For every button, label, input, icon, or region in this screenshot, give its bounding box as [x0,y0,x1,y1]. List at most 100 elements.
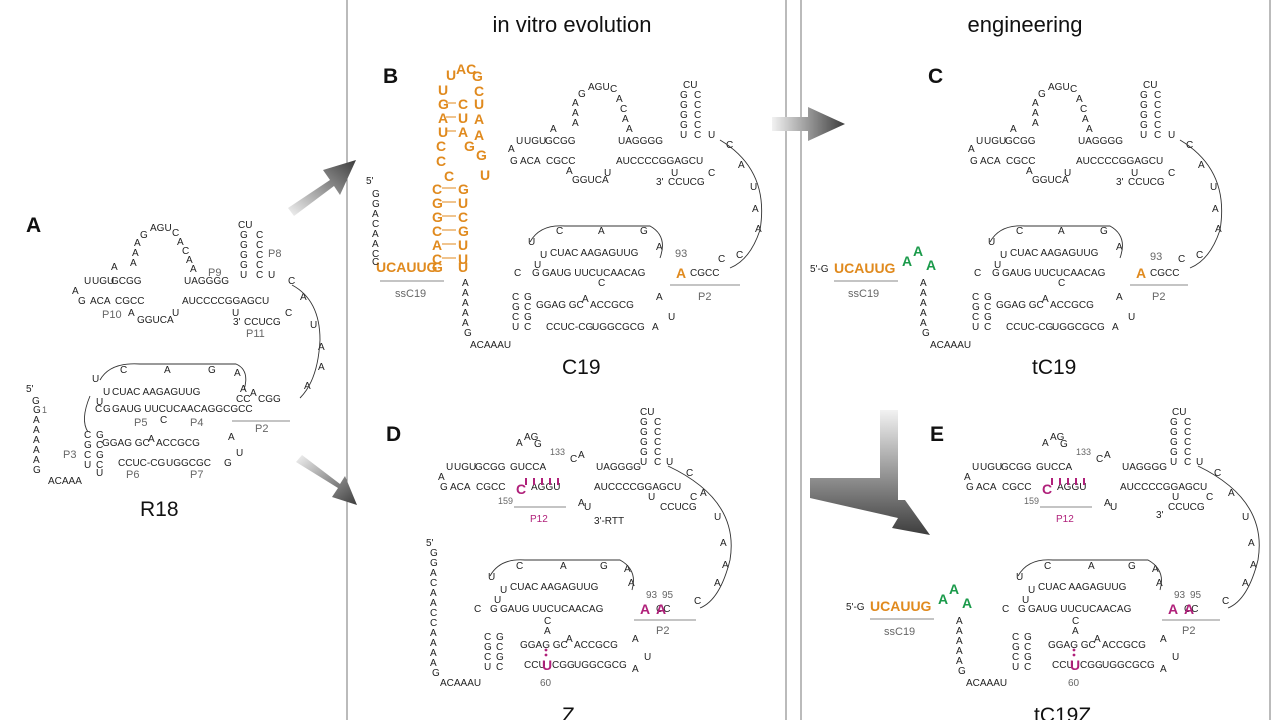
svg-text:A: A [462,308,469,319]
svg-text:ACCGCG: ACCGCG [574,640,618,651]
svg-text:U: U [994,260,1001,271]
svg-text:U: U [96,397,103,408]
svg-text:A: A [920,308,927,319]
svg-text:CU: CU [683,80,697,91]
svg-text:CCUC-CG: CCUC-CG [118,458,165,469]
svg-text:U: U [84,276,91,287]
svg-text:A: A [164,365,171,376]
svg-text:CUAC AAGAGUUG: CUAC AAGAGUUG [1038,582,1127,593]
svg-text:UGU: UGU [92,276,114,287]
svg-text:U: U [1210,182,1217,193]
panel-d-p2-label: P2 [656,625,669,637]
svg-text:C: C [524,302,531,313]
svg-text:G: G [472,68,483,84]
svg-text:G: G [1018,604,1026,615]
svg-text:A: A [1086,124,1093,135]
panel-d-name: Z [562,704,575,720]
svg-text:A: A [956,646,963,657]
svg-text:U: U [1022,595,1029,606]
svg-text:G: G [432,259,443,275]
svg-text:CCU: CCU [524,660,546,671]
label-p6: P6 [126,469,139,481]
svg-text:A: A [902,253,912,269]
svg-text:A: A [1160,634,1167,645]
svg-text:CGG: CGG [1080,660,1103,671]
svg-text:CC: CC [656,604,670,615]
svg-text:AGU: AGU [588,82,610,93]
svg-text:A: A [572,98,579,109]
svg-text:A: A [920,318,927,329]
svg-text:A: A [1094,634,1101,645]
svg-text:G: G [524,292,532,303]
svg-text:C: C [1168,168,1175,179]
panel-c-letter: C [928,65,943,88]
arrow-c-to-e [810,410,930,535]
svg-text:G: G [84,440,92,451]
svg-text:U: U [714,512,721,523]
svg-text:C: C [1206,492,1213,503]
svg-text:G: G [992,268,1000,279]
svg-text:AC: AC [456,61,476,77]
panel-b-name: C19 [562,356,601,379]
svg-text:GGAG GC: GGAG GC [102,438,150,449]
svg-text:U: U [750,182,757,193]
svg-text:A: A [1198,160,1205,171]
svg-text:UAGGGG: UAGGGG [596,462,641,473]
svg-text:A: A [1160,664,1167,675]
svg-text:A: A [33,445,40,456]
svg-text:GGAG GC: GGAG GC [520,640,568,651]
svg-text:G: G [1140,90,1148,101]
svg-text:ACAAA: ACAAA [48,476,82,487]
svg-text:U: U [96,468,103,479]
svg-text:A: A [132,248,139,259]
svg-text:G: G [208,365,216,376]
svg-text:UAGGGG: UAGGGG [618,136,663,147]
svg-text:ACAAAU: ACAAAU [930,340,971,351]
svg-text:U: U [484,662,491,673]
svg-text:CGCC: CGCC [1006,156,1035,167]
svg-text:A: A [462,298,469,309]
svg-text:A: A [33,455,40,466]
svg-text:A: A [632,634,639,645]
svg-text:UGGCGC: UGGCGC [166,458,211,469]
svg-text:G: G [33,405,41,416]
svg-text:CCU: CCU [1052,660,1074,671]
svg-text:AUCCCCGGAGCU: AUCCCCGGAGCU [1120,482,1207,493]
svg-text:93: 93 [1174,590,1186,601]
svg-text:A: A [566,634,573,645]
svg-text:U: U [516,136,523,147]
svg-text:U: U [540,250,547,261]
svg-text:G: G [524,312,532,323]
svg-text:5': 5' [426,538,434,549]
svg-text:UGU: UGU [524,136,546,147]
svg-text:A: A [956,616,963,627]
svg-text:A: A [430,648,437,659]
svg-text:A: A [544,626,551,637]
svg-text:A: A [752,204,759,215]
svg-text:A: A [962,595,972,611]
svg-text:CCUCG: CCUCG [1128,177,1165,188]
svg-text:C: C [256,230,263,241]
svg-text:G: G [476,147,487,163]
magenta-u-60: U [542,657,552,673]
svg-text:G: G [496,652,504,663]
svg-text:G: G [1170,427,1178,438]
label-p5: P5 [134,417,147,429]
svg-text:A: A [1248,538,1255,549]
svg-text:ACCGCG: ACCGCG [590,300,634,311]
svg-text:A: A [700,488,707,499]
svg-text:UAGGGG: UAGGGG [1122,462,1167,473]
svg-text:C: C [654,427,661,438]
svg-text:U: U [488,572,495,583]
svg-text:CC: CC [236,394,250,405]
svg-text:U: U [1131,168,1138,179]
svg-text:GCGG: GCGG [1005,136,1036,147]
svg-text:U: U [458,251,468,267]
svg-text:A: A [240,384,247,395]
svg-text:C: C [1058,278,1065,289]
svg-text:C: C [984,322,991,333]
